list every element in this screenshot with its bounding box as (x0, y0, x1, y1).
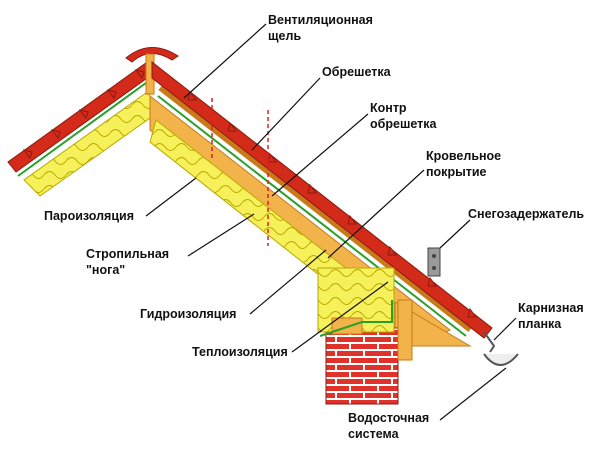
label-eaves-strip: Карнизная планка (518, 301, 587, 331)
ridge-cap (125, 47, 179, 63)
label-rafter: Стропильная "нога" (86, 247, 173, 277)
right-tiles (151, 60, 493, 339)
leader-waterproofing (249, 249, 327, 315)
brick-wall (325, 327, 399, 405)
eaves-soffit (394, 301, 472, 347)
label-counter-battens: Контр обрешетка (370, 101, 438, 131)
label-roof-covering: Кровельное покрытие (426, 149, 505, 179)
left-tile-steps (22, 69, 145, 160)
leader-drainage (439, 367, 507, 421)
label-drainage: Водосточная система (348, 411, 433, 441)
leader-counter-battens (271, 113, 369, 197)
gutter (483, 353, 519, 366)
leader-eaves-strip (493, 317, 517, 341)
label-insulation: Теплоизоляция (192, 345, 288, 359)
label-snow-guard: Снегозадержатель (468, 207, 584, 221)
label-waterproofing: Гидроизоляция (140, 307, 236, 321)
leader-vapor-barrier (145, 177, 197, 217)
leader-roof-covering (327, 169, 425, 259)
diagram-labels: Вентиляционная щель Обрешетка Контр обре… (44, 13, 587, 441)
leader-insulation (291, 281, 389, 353)
eaves-strip-metal (483, 331, 496, 353)
leader-lines (145, 23, 517, 421)
leader-snow-guard (439, 219, 471, 249)
label-vapor-barrier: Пароизоляция (44, 209, 134, 223)
leader-battens (251, 77, 321, 151)
right-tile-steps (187, 90, 477, 318)
label-vent-gap: Вентиляционная щель (268, 13, 376, 43)
right-waterproofing-line (157, 95, 467, 337)
left-waterproofing-line (17, 79, 151, 177)
label-battens: Обрешетка (322, 65, 392, 79)
wall-post (397, 299, 413, 361)
wall-insulation (317, 267, 395, 333)
wall-waterproofing (319, 300, 393, 337)
left-roof-slope (7, 59, 151, 197)
leader-rafter (187, 213, 255, 257)
leader-vent-gap (183, 23, 267, 99)
wall (317, 267, 413, 405)
snow-guard-bracket (427, 247, 441, 277)
